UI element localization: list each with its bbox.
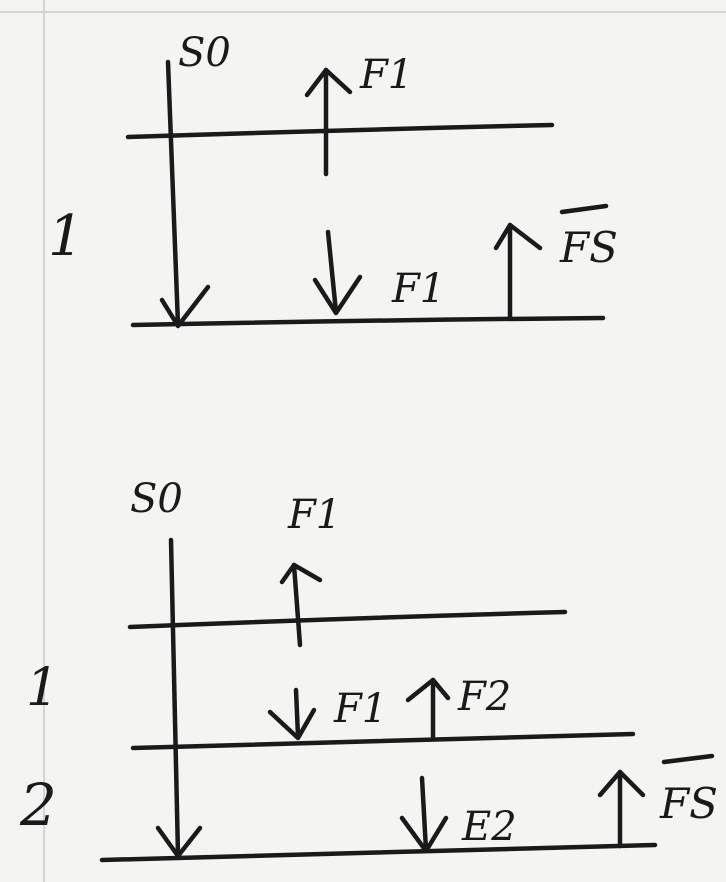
diagram-2-f2-up-arrowhead: [405, 677, 451, 703]
diagram-1-fs-up-arrowhead: [493, 222, 543, 251]
diagram-2-e2-down-arrow: [419, 775, 429, 853]
diagram-1-fs-label: FS: [559, 223, 618, 272]
diagram-2-fs-overbar: [661, 753, 715, 765]
diagram-2-main-arrowhead: [155, 825, 203, 859]
diagram-2-f1-up-arrowhead: [279, 562, 323, 585]
diagram-1-level-ground: [130, 315, 606, 328]
diagram-2-main-arrow: [168, 537, 181, 858]
diagram-2-fs-label: FS: [659, 779, 718, 828]
diagram-1-s0-label: S0: [178, 30, 231, 76]
diagram-1-fs-overbar: [559, 203, 609, 215]
diagram-2-f1-down-label: F1: [333, 686, 387, 732]
diagram-2-side-mark: 1: [26, 658, 59, 718]
diagram-1-main-arrow: [165, 59, 181, 328]
diagram-1-f1-down-arrow: [325, 229, 339, 315]
diagram-2-f2-up-label: F2: [457, 674, 511, 720]
diagram-1-f1-down-arrowhead: [312, 274, 363, 316]
diagram-2: 1 2 S0 F1 F1 F2 E2 FS: [19, 476, 718, 863]
diagram-2-f1-down-arrowhead: [267, 707, 317, 741]
diagram-2-s0-label: S0: [130, 476, 183, 522]
diagram-1-f1-up-arrowhead: [304, 67, 353, 98]
diagram-2-f1-up-label: F1: [287, 492, 341, 538]
diagram-1-level-excited: [125, 122, 555, 140]
diagram-2-number: 2: [19, 771, 57, 839]
diagram-1: 1 S0 F1 F1 FS: [48, 30, 618, 329]
diagram-1-f1-down-label: F1: [391, 266, 445, 312]
diagram-1-number: 1: [48, 204, 84, 269]
diagram-1-f1-up-label: F1: [359, 52, 413, 98]
diagram-1-main-arrowhead: [159, 284, 211, 329]
diagram-2-e2-label: E2: [461, 804, 517, 850]
diagram-2-f1-down-arrow: [293, 687, 301, 739]
diagram-2-level-s1: [130, 731, 636, 751]
diagram-2-level-s2: [127, 609, 568, 630]
diagram-2-e2-down-arrowhead: [399, 815, 449, 854]
diagram-2-fs-up-arrowhead: [597, 769, 646, 798]
diagram-2-f1-up-arrow: [291, 562, 303, 648]
